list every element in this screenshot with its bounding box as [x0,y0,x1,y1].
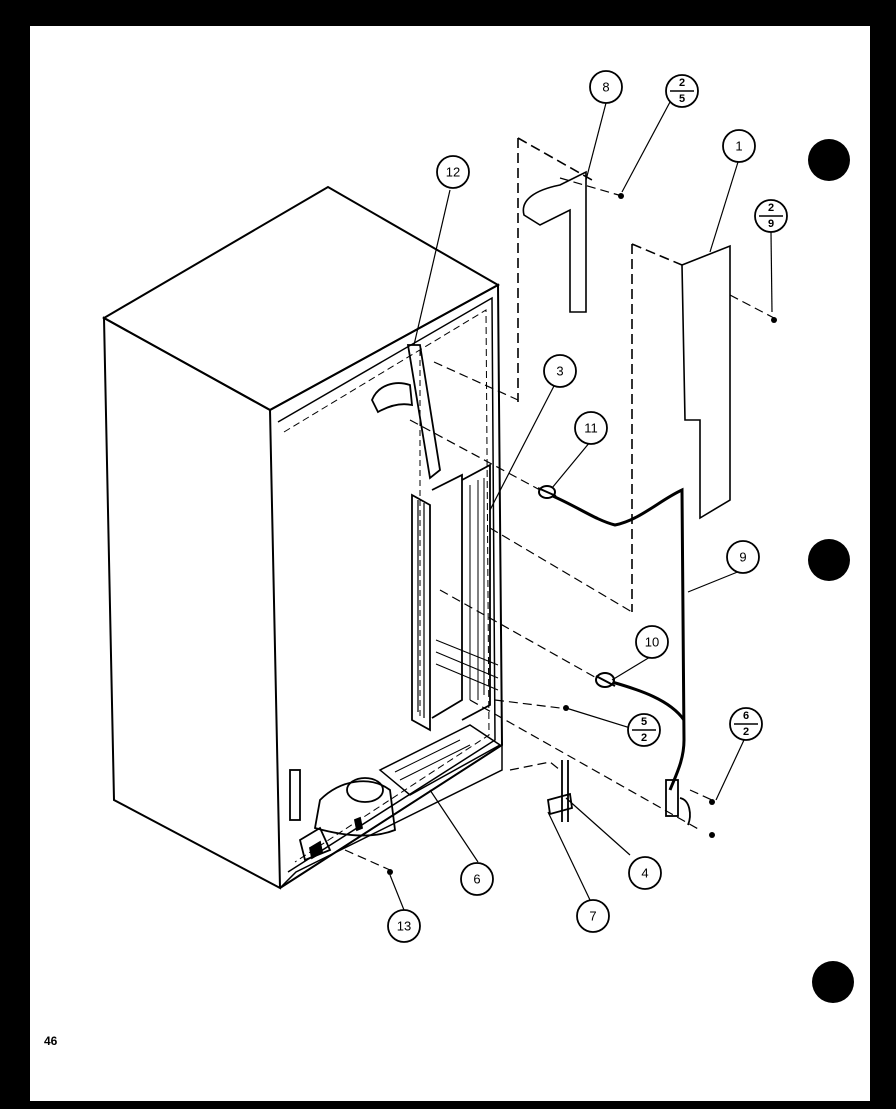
binder-hole-top [808,139,850,181]
part-8-cover [517,137,593,402]
callout-label-10: 10 [645,635,659,650]
callout-fraction-6-2: 6 2 [729,707,763,741]
fraction-2-5-top: 2 [679,77,685,89]
part-9-harness [547,487,686,791]
callout-1: 1 [722,129,756,163]
part-bracket-bottom [665,779,691,826]
callout-label-1: 1 [735,139,742,154]
back-components [289,344,502,862]
callout-label-8: 8 [602,80,609,95]
fraction-5-2-top: 5 [641,716,647,728]
fraction-2-9-top: 2 [768,202,774,214]
callout-7: 7 [576,899,610,933]
callout-label-6: 6 [473,872,480,887]
part-11-fitting [537,485,557,499]
fraction-2-9-bottom: 9 [768,218,774,230]
callout-label-12: 12 [446,165,460,180]
part-1-panel [631,243,731,612]
callout-fraction-2-5: 2 5 [665,74,699,108]
refrigerator-cabinet [101,185,504,890]
callout-label-9: 9 [739,550,746,565]
callout-9: 9 [726,540,760,574]
fraction-6-2-bottom: 2 [743,726,749,738]
callout-label-11: 11 [584,421,598,436]
callout-label-3: 3 [556,364,563,379]
callout-10: 10 [635,625,669,659]
callout-label-4: 4 [641,866,648,881]
callout-6: 6 [460,862,494,896]
callout-8: 8 [589,70,623,104]
binder-hole-bottom [812,961,854,1003]
assembly-guide-lines [344,177,775,871]
part-10-fitting [595,672,616,688]
fraction-5-2-bottom: 2 [641,732,647,744]
callout-label-13: 13 [397,919,411,934]
fraction-2-5-bottom: 5 [679,93,685,105]
callout-fraction-2-9: 2 9 [754,199,788,233]
fraction-6-2-top: 6 [743,710,749,722]
callout-leaders [389,101,773,911]
callout-3: 3 [543,354,577,388]
screws [387,193,777,875]
callout-label-7: 7 [589,909,596,924]
callout-fraction-5-2: 5 2 [627,713,661,747]
part-4-7-bracket [546,760,574,822]
callout-11: 11 [574,411,608,445]
page-number: 46 [44,1034,58,1048]
callout-13: 13 [387,909,421,943]
binder-hole-middle [808,539,850,581]
callout-4: 4 [628,856,662,890]
callout-12: 12 [436,155,470,189]
